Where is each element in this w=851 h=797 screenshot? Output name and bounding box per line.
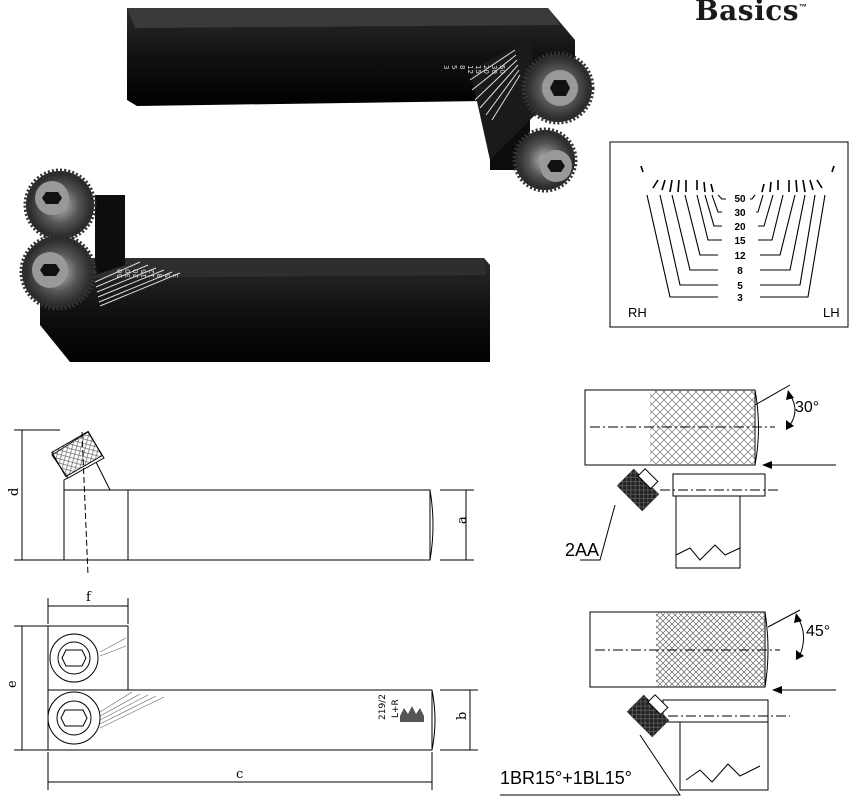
upper-scale-label: 8	[458, 65, 466, 69]
lower-scale-label: 50	[116, 269, 124, 278]
pitch-label: 8	[737, 266, 743, 277]
upper-tool-scale-lines	[469, 49, 521, 121]
pitch-chart-lh-label: LH	[823, 305, 840, 320]
upper-knurl-wheel-bottom	[512, 127, 578, 193]
upper-scale-label: 30	[490, 65, 498, 74]
lower-scale-label: 8	[156, 274, 164, 278]
brand-name: Basics	[695, 0, 800, 27]
crown-logo-icon	[400, 706, 424, 722]
lower-tool-scale-lines	[94, 261, 181, 307]
upper-scale-label: 12	[466, 65, 474, 74]
upper-scale-label: 20	[482, 65, 490, 74]
knurl-pattern-1br15-1bl15: 1BR15°+1BL15°	[500, 768, 632, 788]
dimension-b: b	[455, 712, 470, 720]
knurl-example-30-2aa: 30° 2AA	[565, 384, 836, 569]
upper-knurl-wheel-top	[521, 51, 595, 125]
tool-marking-l-plus-r: L+R	[391, 699, 401, 718]
pitch-label: 50	[734, 194, 746, 205]
pitch-label: 5	[737, 281, 743, 292]
trademark: ™	[799, 2, 808, 12]
knurl-angle-30: 30°	[795, 399, 819, 416]
dimension-e: e	[5, 680, 20, 688]
lower-scale-label: 5	[164, 274, 172, 278]
lower-scale-label: 15	[140, 269, 148, 278]
dimension-c: c	[236, 767, 243, 782]
dimension-a: a	[455, 516, 470, 524]
tool-marking-219-2: 219/2	[378, 694, 388, 720]
lower-knurling-tool-photo: 50 30 20 15 12 8 5 3	[19, 168, 490, 362]
dimension-f: f	[86, 590, 92, 605]
side-view-drawing	[14, 429, 474, 576]
upper-knurling-tool-photo: 50 30 20 15 12 8 5 3	[127, 8, 595, 193]
knurl-example-45-1br15-1bl15: 45° 1BR15°+1BL15°	[500, 609, 836, 796]
dimension-d: d	[7, 488, 22, 496]
pitch-label: 12	[734, 251, 746, 262]
lower-scale-label: 20	[132, 269, 140, 278]
knurl-pattern-2aa: 2AA	[565, 540, 599, 560]
lower-knurl-wheel-bottom	[19, 233, 97, 311]
knurl-wheel-icon	[626, 694, 670, 738]
pitch-chart-rh-label: RH	[628, 305, 647, 320]
lower-scale-label: 12	[148, 269, 156, 278]
upper-scale-label: 3	[442, 65, 450, 69]
pitch-label: 15	[734, 236, 746, 247]
knurl-wheel-icon	[616, 468, 660, 512]
upper-scale-label: 50	[498, 65, 506, 74]
pitch-chart: 50 30 20 15 12 8 5 3 RH LH	[609, 141, 849, 328]
upper-scale-label: 5	[450, 65, 458, 69]
lower-knurl-wheel-top	[23, 168, 97, 242]
top-view-drawing	[14, 598, 478, 790]
pitch-label: 30	[734, 208, 746, 219]
knurl-angle-45: 45°	[806, 623, 830, 640]
upper-scale-label: 15	[474, 65, 482, 74]
pitch-label: 20	[734, 222, 746, 233]
brand-logo: Basics™	[695, 0, 808, 27]
pitch-label: 3	[737, 293, 743, 304]
lower-scale-label: 30	[124, 269, 132, 278]
lower-scale-label: 3	[172, 274, 180, 278]
